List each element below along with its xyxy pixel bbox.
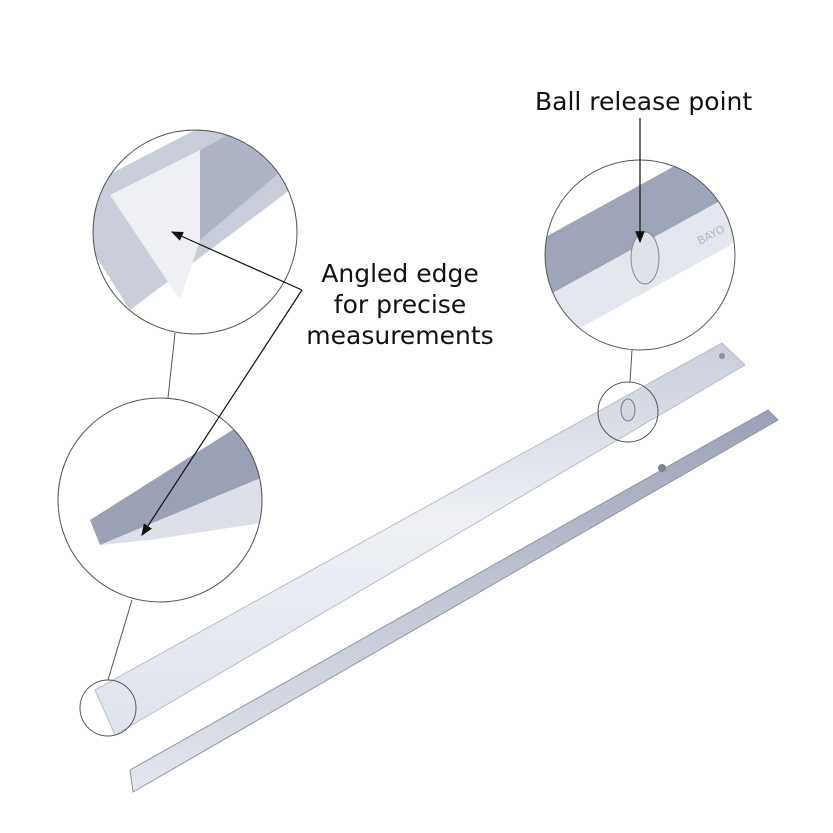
ruler-dark [129,409,779,793]
angled-edge-zoom-top [93,130,297,310]
angled-edge-line-3: measurements [306,321,494,350]
angled-edge-label: Angled edge for precise measurements [290,258,510,351]
ruler-light [94,342,746,736]
angled-edge-zoom-bottom [90,400,262,545]
angled-edge-line-1: Angled edge [321,259,479,288]
ball-release-label: Ball release point [535,87,753,116]
ball-release-slot [620,398,636,422]
callout-arrows [141,118,645,537]
angled-edge-line-2: for precise [333,290,467,319]
